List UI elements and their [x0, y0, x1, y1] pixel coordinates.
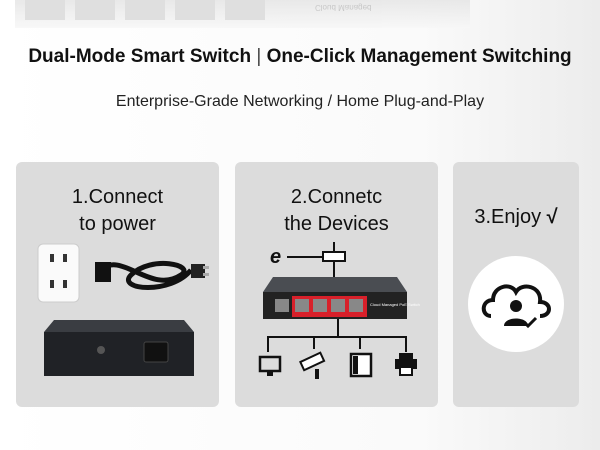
check-mark-icon: √ [546, 206, 558, 228]
wall-outlet-icon [37, 243, 80, 303]
cloud-user-icon [468, 256, 564, 352]
step-title-line1: 3.Enjoy [474, 206, 542, 228]
step-card-enjoy: 3.Enjoy √ [453, 162, 579, 407]
background-product-strip: Cloud Managed [15, 0, 470, 28]
phone-icon [349, 352, 373, 378]
printer-icon [395, 353, 417, 376]
step-card-connect-power: 1.Connect to power [16, 162, 219, 407]
monitor-icon [258, 355, 282, 376]
step-card-connect-devices: 2.Connetc the Devices e Cloud Managed PoE… [235, 162, 438, 407]
camera-icon [299, 351, 326, 379]
background-label: Cloud Managed [315, 3, 372, 12]
title-right: One-Click Management Switching [266, 46, 572, 67]
router-icon [322, 242, 346, 262]
step-title: 3.Enjoy √ [453, 204, 579, 231]
network-diagram: e Cloud Managed PoE Switch [258, 242, 420, 379]
step-title-line2: the Devices [284, 213, 389, 235]
power-cable-icon [95, 260, 209, 290]
step-title-line1: 2.Connetc [290, 186, 383, 208]
step-title-line2: to power [79, 213, 156, 235]
switch-rear-power-port [44, 320, 194, 376]
title-left: Dual-Mode Smart Switch [28, 46, 252, 67]
page-title: Dual-Mode Smart Switch | One-Click Manag… [28, 46, 572, 67]
browser-icon: e [270, 246, 281, 268]
step-title: 1.Connect to power [16, 184, 219, 238]
switch-label: Cloud Managed PoE Switch [370, 302, 420, 307]
page-subtitle: Enterprise-Grade Networking / Home Plug-… [115, 93, 485, 110]
poe-switch: Cloud Managed PoE Switch [263, 277, 420, 319]
step-title: 2.Connetc the Devices [235, 184, 438, 238]
step-title-line1: 1.Connect [71, 186, 164, 208]
